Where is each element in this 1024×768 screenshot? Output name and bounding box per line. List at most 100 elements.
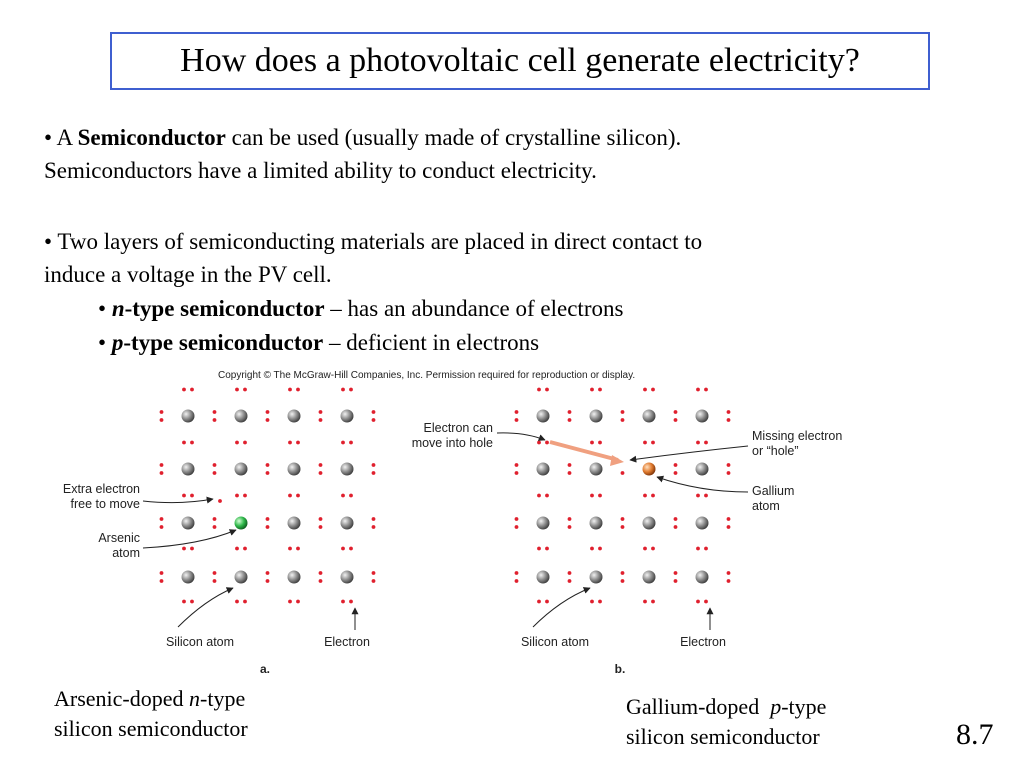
extra-electron — [218, 499, 222, 503]
electron-dot — [341, 440, 345, 445]
caption-b-line2: silicon semiconductor — [626, 724, 820, 749]
electron-dot — [318, 525, 323, 529]
electron-dot — [318, 471, 323, 475]
electron-dot — [514, 463, 519, 467]
silicon-atom — [181, 516, 195, 530]
electron-dot — [704, 546, 708, 551]
sub-bullet-n-type: • n-type semiconductor – has an abundanc… — [98, 292, 623, 325]
electron-dot — [182, 546, 186, 551]
label-missing-electron-2: or “hole” — [752, 444, 799, 458]
slide-title: How does a photovoltaic cell generate el… — [110, 32, 930, 90]
silicon-atom — [287, 409, 301, 423]
electron-dot — [159, 579, 164, 583]
arrow-gallium-atom — [656, 475, 749, 493]
electron-dot — [726, 525, 731, 529]
silicon-atom — [340, 516, 354, 530]
electron-dot — [537, 493, 541, 498]
electron-dot — [620, 471, 625, 475]
electron-dot — [643, 599, 647, 604]
sublabel-b: b. — [615, 662, 626, 676]
electron-dot — [696, 493, 700, 498]
arrow-silicon-atom-b — [532, 587, 591, 628]
electron-dot — [318, 410, 323, 414]
electron-dot — [265, 579, 270, 583]
bullet-marker: • — [98, 296, 107, 321]
sub-bullet-p-type: • p-type semiconductor – deficient in el… — [98, 326, 539, 359]
n-type-term: -type semiconductor — [124, 296, 325, 321]
electron-dot — [318, 463, 323, 467]
silicon-atom — [181, 462, 195, 476]
electron-dot — [620, 517, 625, 521]
silicon-atom — [642, 516, 656, 530]
electron-dot — [265, 410, 270, 414]
electron-dot — [235, 493, 239, 498]
lattice-b — [514, 387, 731, 604]
electron-dot — [726, 579, 731, 583]
electron-dot — [265, 471, 270, 475]
bullet-marker: • — [98, 330, 107, 355]
bullet-1-prefix: A — [56, 125, 72, 150]
lattice-a — [159, 387, 376, 604]
silicon-atom — [234, 409, 248, 423]
silicon-atom — [589, 462, 603, 476]
electron-dot — [673, 418, 678, 422]
electron-dot — [243, 599, 247, 604]
label-extra-electron: Extra electron — [63, 482, 140, 496]
silicon-atom — [287, 516, 301, 530]
electron-dot — [590, 440, 594, 445]
slide-number: 8.7 — [956, 718, 994, 751]
electron-dot — [598, 546, 602, 551]
silicon-atom — [287, 462, 301, 476]
silicon-atom — [695, 462, 709, 476]
electron-dot — [545, 599, 549, 604]
electron-dot — [159, 410, 164, 414]
electron-dot — [182, 387, 186, 392]
electron-dot — [620, 571, 625, 575]
electron-dot — [673, 525, 678, 529]
caption-b-post: -type — [781, 694, 827, 719]
hole-movement-arrowhead — [610, 455, 624, 466]
electron-dot — [620, 410, 625, 414]
electron-dot — [726, 471, 731, 475]
bullet-1-rest: can be used (usually made of crystalline… — [231, 125, 682, 150]
label-arsenic-atom: Arsenic — [98, 531, 140, 545]
electron-dot — [620, 418, 625, 422]
sublabel-a: a. — [260, 662, 270, 676]
silicon-atom — [536, 516, 550, 530]
electron-dot — [371, 410, 376, 414]
caption-a-line2: silicon semiconductor — [54, 716, 248, 741]
silicon-atom — [589, 516, 603, 530]
electron-dot — [545, 440, 549, 445]
silicon-atom — [642, 409, 656, 423]
electron-dot — [726, 571, 731, 575]
electron-dot — [341, 387, 345, 392]
electron-dot — [371, 418, 376, 422]
electron-dot — [212, 418, 217, 422]
electron-dot — [537, 599, 541, 604]
electron-dot — [243, 493, 247, 498]
electron-dot — [514, 571, 519, 575]
label-electron-can-move: Electron can — [424, 421, 494, 435]
silicon-atom — [589, 570, 603, 584]
electron-dot — [349, 440, 353, 445]
electron-dot — [288, 599, 292, 604]
silicon-atom — [642, 570, 656, 584]
caption-a-post: -type — [200, 686, 246, 711]
bullet-2-text: Two layers of semiconducting materials a… — [57, 229, 703, 254]
label-electron-a: Electron — [324, 635, 370, 649]
electron-dot — [726, 463, 731, 467]
caption-a: Arsenic-doped n-type silicon semiconduct… — [54, 684, 248, 744]
title-text: How does a photovoltaic cell generate el… — [180, 42, 860, 79]
electron-dot — [726, 517, 731, 521]
electron-dot — [265, 418, 270, 422]
p-type-term: -type semiconductor — [123, 330, 324, 355]
electron-dot — [673, 579, 678, 583]
label-gallium-atom: Gallium — [752, 484, 794, 498]
electron-dot — [212, 571, 217, 575]
electron-dot — [567, 517, 572, 521]
n-type-description: – has an abundance of electrons — [330, 296, 624, 321]
electron-dot — [235, 599, 239, 604]
electron-dot — [567, 571, 572, 575]
electron-dot — [182, 599, 186, 604]
silicon-atom — [181, 570, 195, 584]
